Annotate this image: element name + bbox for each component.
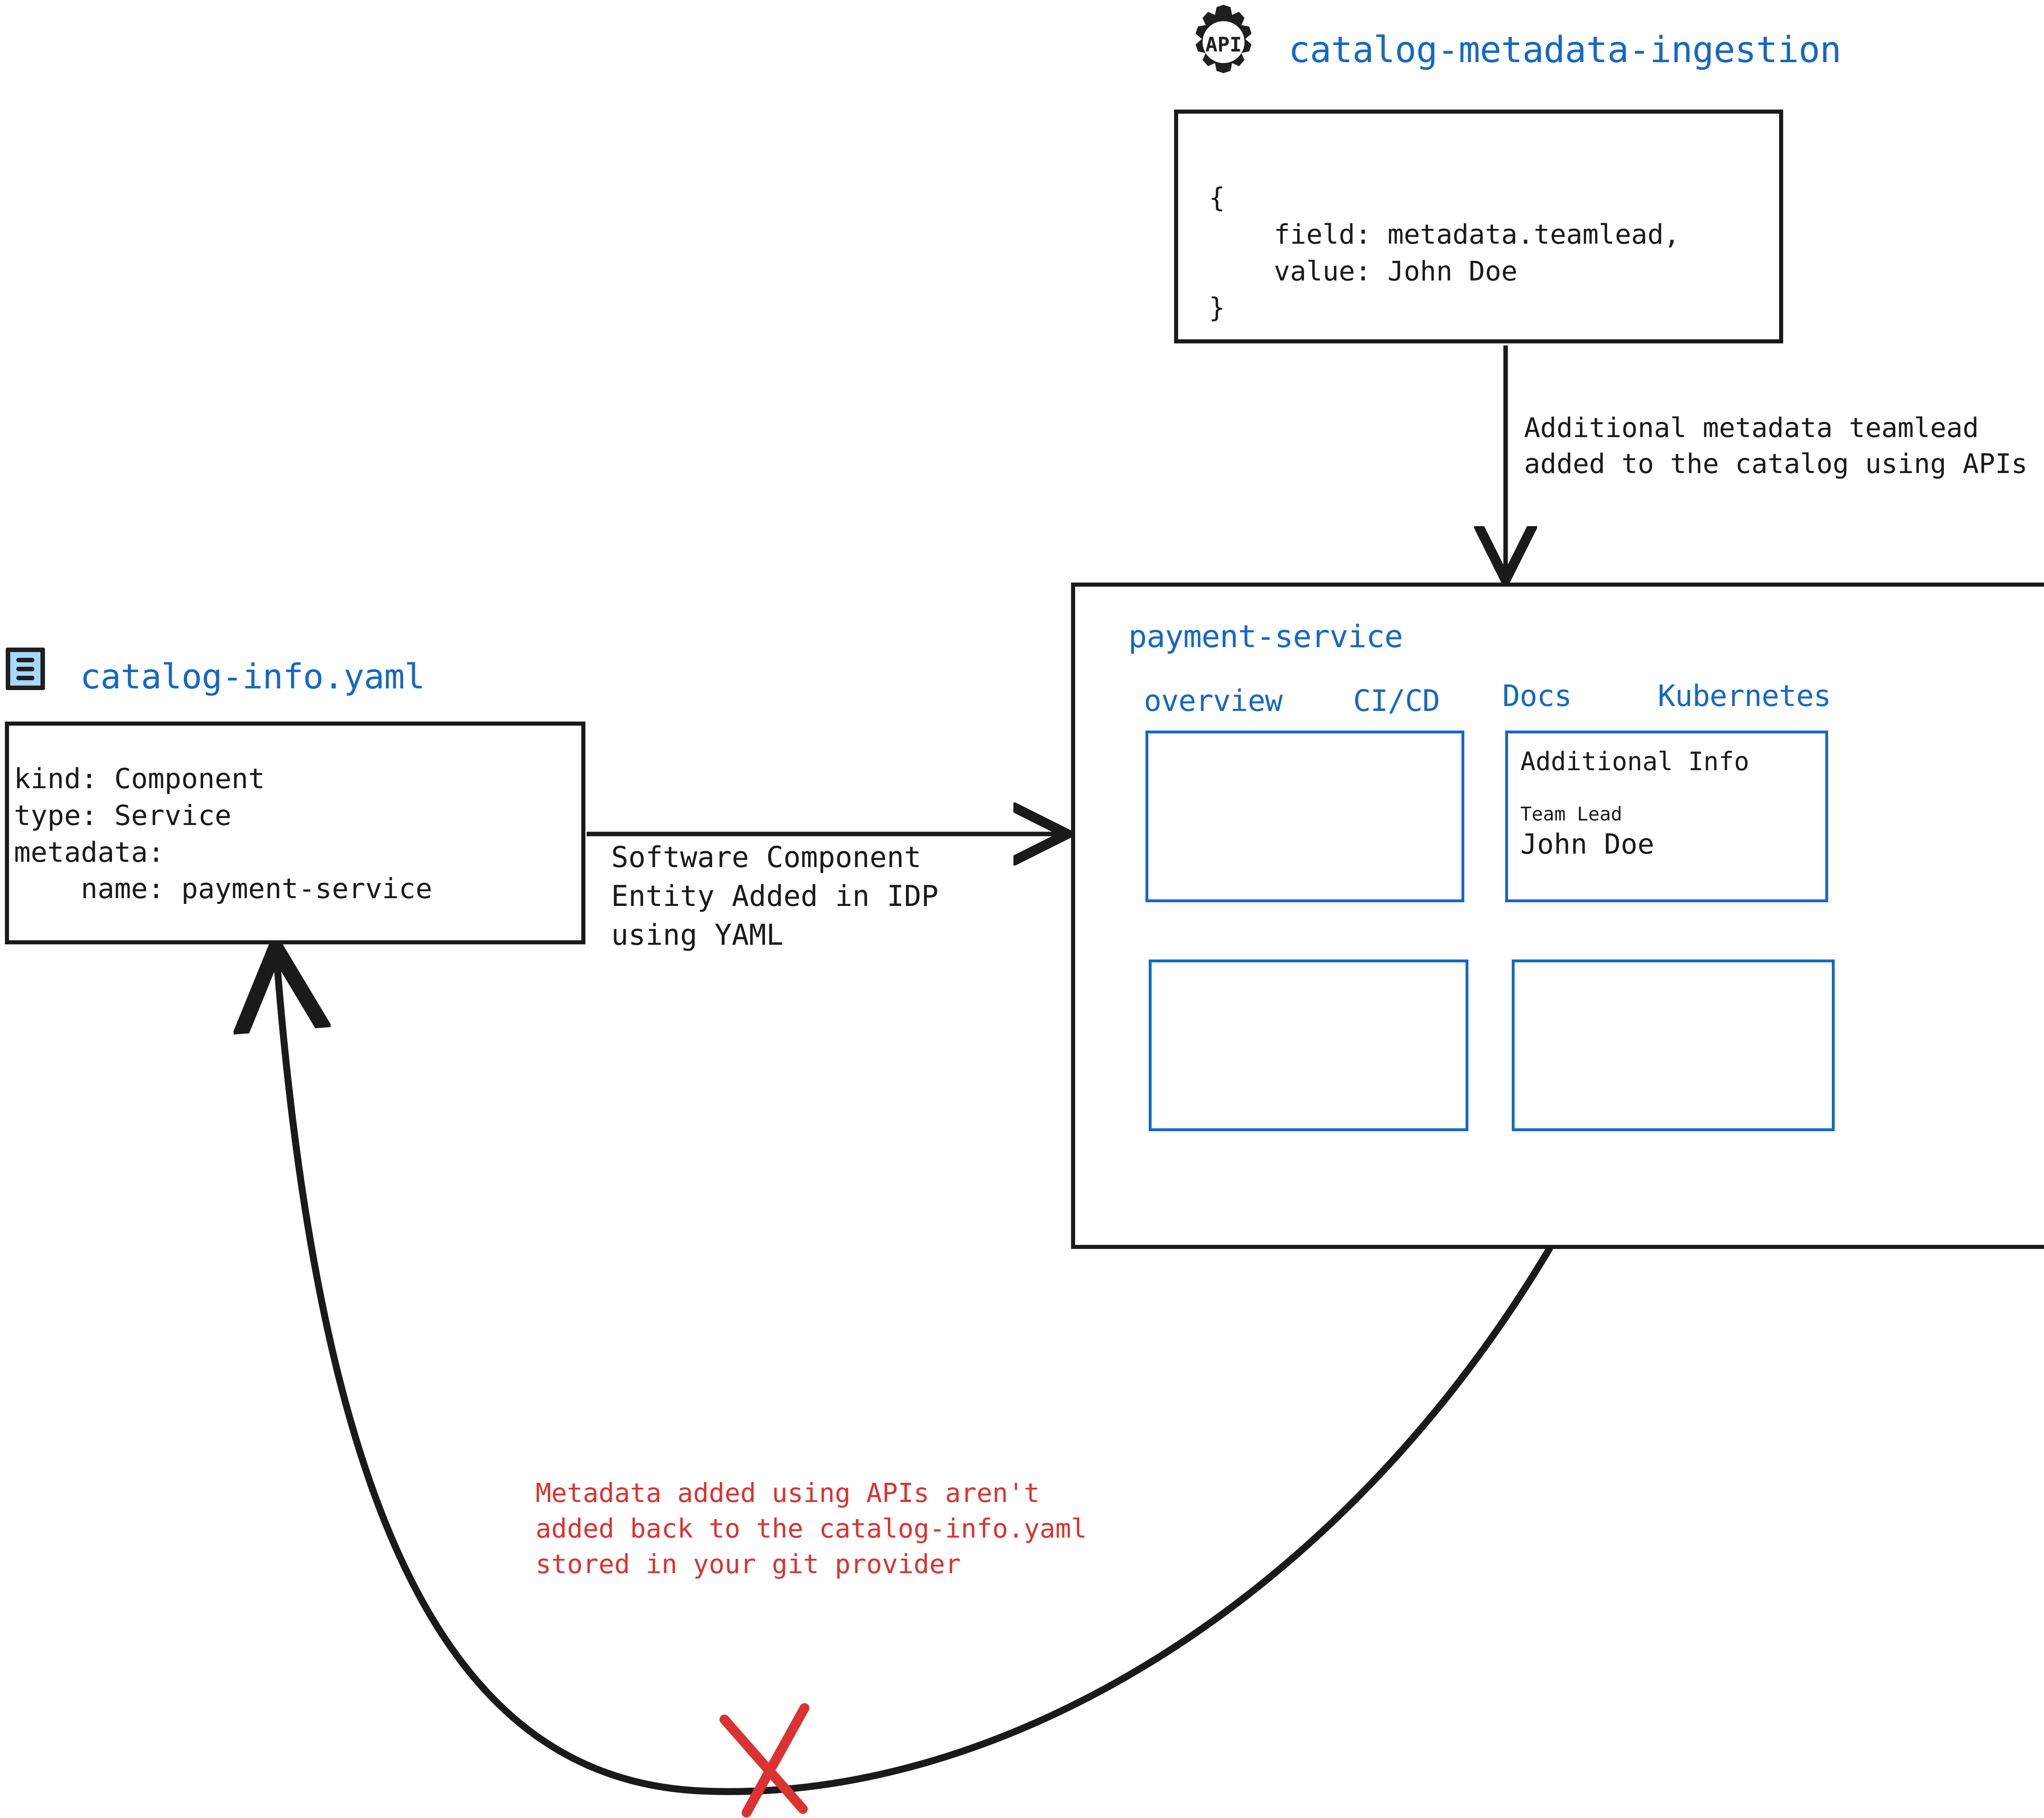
- svg-text:API: API: [1205, 33, 1242, 56]
- tab-docs[interactable]: Docs: [1502, 679, 1572, 713]
- red-x-icon: [719, 1703, 809, 1818]
- connector-label-yaml-to-entity: Software Component Entity Added in IDP u…: [611, 841, 939, 952]
- tab-kubernetes[interactable]: Kubernetes: [1658, 679, 1831, 713]
- catalog-file-code: kind: Component type: Service metadata: …: [14, 763, 433, 906]
- entity-title: payment-service: [1128, 618, 1403, 655]
- additional-info-heading: Additional Info: [1520, 746, 1749, 776]
- entity-panel: payment-service overview CI/CD Docs Kube…: [1071, 583, 2044, 1249]
- empty-card-bottom-right: [1512, 959, 1835, 1131]
- team-lead-label: Team Lead: [1520, 803, 1623, 825]
- empty-card-bottom-left: [1149, 959, 1468, 1131]
- additional-info-card: Additional Info Team Lead John Doe: [1505, 731, 1828, 902]
- api-payload-code: { field: metadata.teamlead, value: John …: [1209, 182, 1680, 324]
- empty-card-top-left: [1145, 731, 1464, 902]
- api-gear-icon: API: [1185, 3, 1262, 81]
- tab-overview[interactable]: overview: [1144, 684, 1283, 718]
- team-lead-value: John Doe: [1520, 828, 1654, 861]
- ingestion-title: catalog-metadata-ingestion: [1289, 29, 1841, 71]
- connector-label-api-to-entity: Additional metadata teamlead added to th…: [1524, 412, 2028, 480]
- yaml-file-icon: [6, 648, 45, 690]
- catalog-file-title: catalog-info.yaml: [80, 657, 425, 697]
- tab-ci-cd[interactable]: CI/CD: [1353, 684, 1440, 718]
- api-payload-box: { field: metadata.teamlead, value: John …: [1174, 110, 1783, 343]
- blocked-sync-warning: Metadata added using APIs aren't added b…: [536, 1478, 1087, 1580]
- catalog-file-box: kind: Component type: Service metadata: …: [5, 722, 585, 944]
